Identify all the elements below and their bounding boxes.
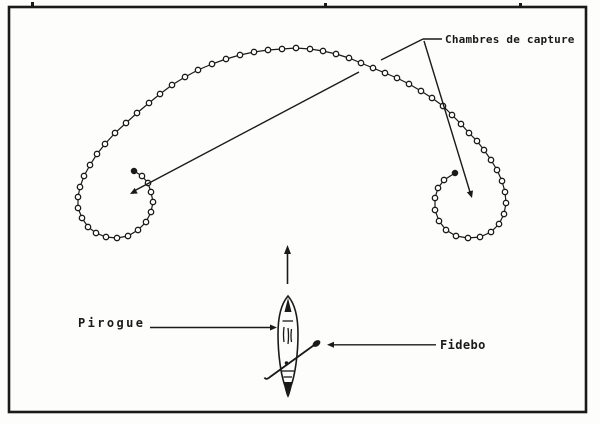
scan-artifacts	[31, 2, 522, 6]
pirogue-boat	[277, 294, 299, 398]
arrowhead-pirogue-icon	[270, 324, 277, 331]
capture-chamber-marker	[381, 69, 389, 77]
capture-chamber-marker	[222, 55, 230, 63]
capture-chamber-marker	[465, 129, 473, 137]
arrowhead-up-icon	[284, 245, 291, 254]
capture-chamber-marker	[156, 90, 164, 98]
arrowhead-fidebo-icon	[327, 341, 334, 348]
net-end-dot	[130, 167, 138, 175]
capture-chamber-marker	[500, 210, 508, 218]
pirogue-leader	[150, 324, 277, 331]
capture-chamber-marker	[480, 146, 488, 154]
capture-chamber-marker	[86, 161, 94, 169]
capture-chamber-marker	[332, 50, 340, 58]
capture-chamber-marker	[417, 87, 425, 95]
capture-chamber-marker	[122, 119, 130, 127]
capture-chamber-marker	[208, 60, 216, 68]
chambres-leader-lines	[130, 38, 473, 198]
capture-chamber-marker	[292, 44, 300, 52]
chambres-arrow-left-lower	[133, 71, 360, 192]
net-end-dot	[451, 169, 459, 177]
capture-chamber-marker	[236, 51, 244, 59]
capture-chamber-marker	[168, 81, 176, 89]
capture-chamber-marker	[306, 45, 314, 53]
capture-chamber-marker	[452, 232, 460, 240]
capture-chamber-marker	[147, 208, 155, 216]
capture-chamber-marker	[319, 47, 327, 55]
capture-chamber-marker	[440, 176, 448, 184]
capture-chamber-marker	[74, 193, 82, 201]
capture-chamber-marker	[428, 94, 436, 102]
capture-chamber-marker	[134, 226, 142, 234]
label-fidebo: Fidebo	[440, 338, 486, 352]
capture-chamber-marker	[473, 137, 481, 145]
bow-tip	[284, 298, 292, 312]
arrowhead-right-icon	[466, 190, 473, 198]
hull-hatching	[282, 326, 293, 345]
capture-chamber-marker	[78, 214, 86, 222]
capture-chamber-marker	[393, 74, 401, 82]
capture-chamber-marker	[369, 64, 377, 72]
capture-chamber-marker	[84, 223, 92, 231]
capture-chamber-marker	[457, 120, 465, 128]
capture-chamber-marker	[405, 80, 413, 88]
capture-chamber-marker	[434, 184, 442, 192]
fidebo-oar	[263, 340, 321, 380]
capture-chamber-marker	[133, 109, 141, 117]
label-chambres-de-capture: Chambres de capture	[445, 33, 575, 46]
capture-chamber-marker	[92, 229, 100, 237]
label-pirogue: Pirogue	[78, 316, 145, 330]
capture-chamber-marker	[264, 46, 272, 54]
capture-chamber-marker	[76, 183, 84, 191]
capture-chamber-marker	[435, 217, 443, 225]
capture-chamber-marker	[493, 166, 501, 174]
capture-chamber-marker	[431, 206, 439, 214]
capture-chamber-marker	[145, 99, 153, 107]
capture-chamber-marker	[442, 226, 450, 234]
capture-chamber-marker	[502, 199, 510, 207]
capture-chamber-marker	[345, 54, 353, 62]
capture-chamber-marker	[124, 232, 132, 240]
capture-chamber-marker	[80, 172, 88, 180]
direction-arrow	[284, 245, 291, 284]
capture-chamber-marker	[278, 45, 286, 53]
capture-chamber-marker	[181, 73, 189, 81]
capture-chamber-marker	[498, 177, 506, 185]
capture-chambers-line	[74, 44, 510, 242]
capture-chamber-marker	[476, 233, 484, 241]
capture-chamber-marker	[448, 111, 456, 119]
capture-chamber-marker	[431, 194, 439, 202]
chambres-arrow-left-upper	[380, 38, 424, 61]
capture-chamber-marker	[113, 234, 121, 242]
chambres-arrow-right	[423, 40, 471, 193]
capture-chamber-marker	[142, 218, 150, 226]
capture-chamber-marker	[487, 156, 495, 164]
capture-chamber-marker	[464, 234, 472, 242]
net-line	[77, 47, 507, 239]
capture-chamber-marker	[93, 150, 101, 158]
capture-chamber-marker	[74, 204, 82, 212]
capture-chamber-marker	[149, 198, 157, 206]
capture-chamber-marker	[111, 129, 119, 137]
capture-chamber-marker	[101, 140, 109, 148]
fidebo-leader	[327, 341, 436, 348]
figure-border	[7, 5, 588, 414]
fidebo-head	[312, 340, 321, 347]
capture-chamber-marker	[357, 59, 365, 67]
capture-chamber-marker	[194, 66, 202, 74]
capture-chamber-marker	[250, 48, 258, 56]
arrowhead-left-icon	[130, 187, 138, 194]
capture-chamber-marker	[487, 228, 495, 236]
capture-chamber-marker	[138, 172, 146, 180]
capture-chamber-marker	[495, 220, 503, 228]
stern-tip	[284, 382, 292, 395]
capture-chamber-marker	[102, 233, 110, 241]
capture-chamber-marker	[147, 188, 155, 196]
capture-chamber-marker	[501, 188, 509, 196]
